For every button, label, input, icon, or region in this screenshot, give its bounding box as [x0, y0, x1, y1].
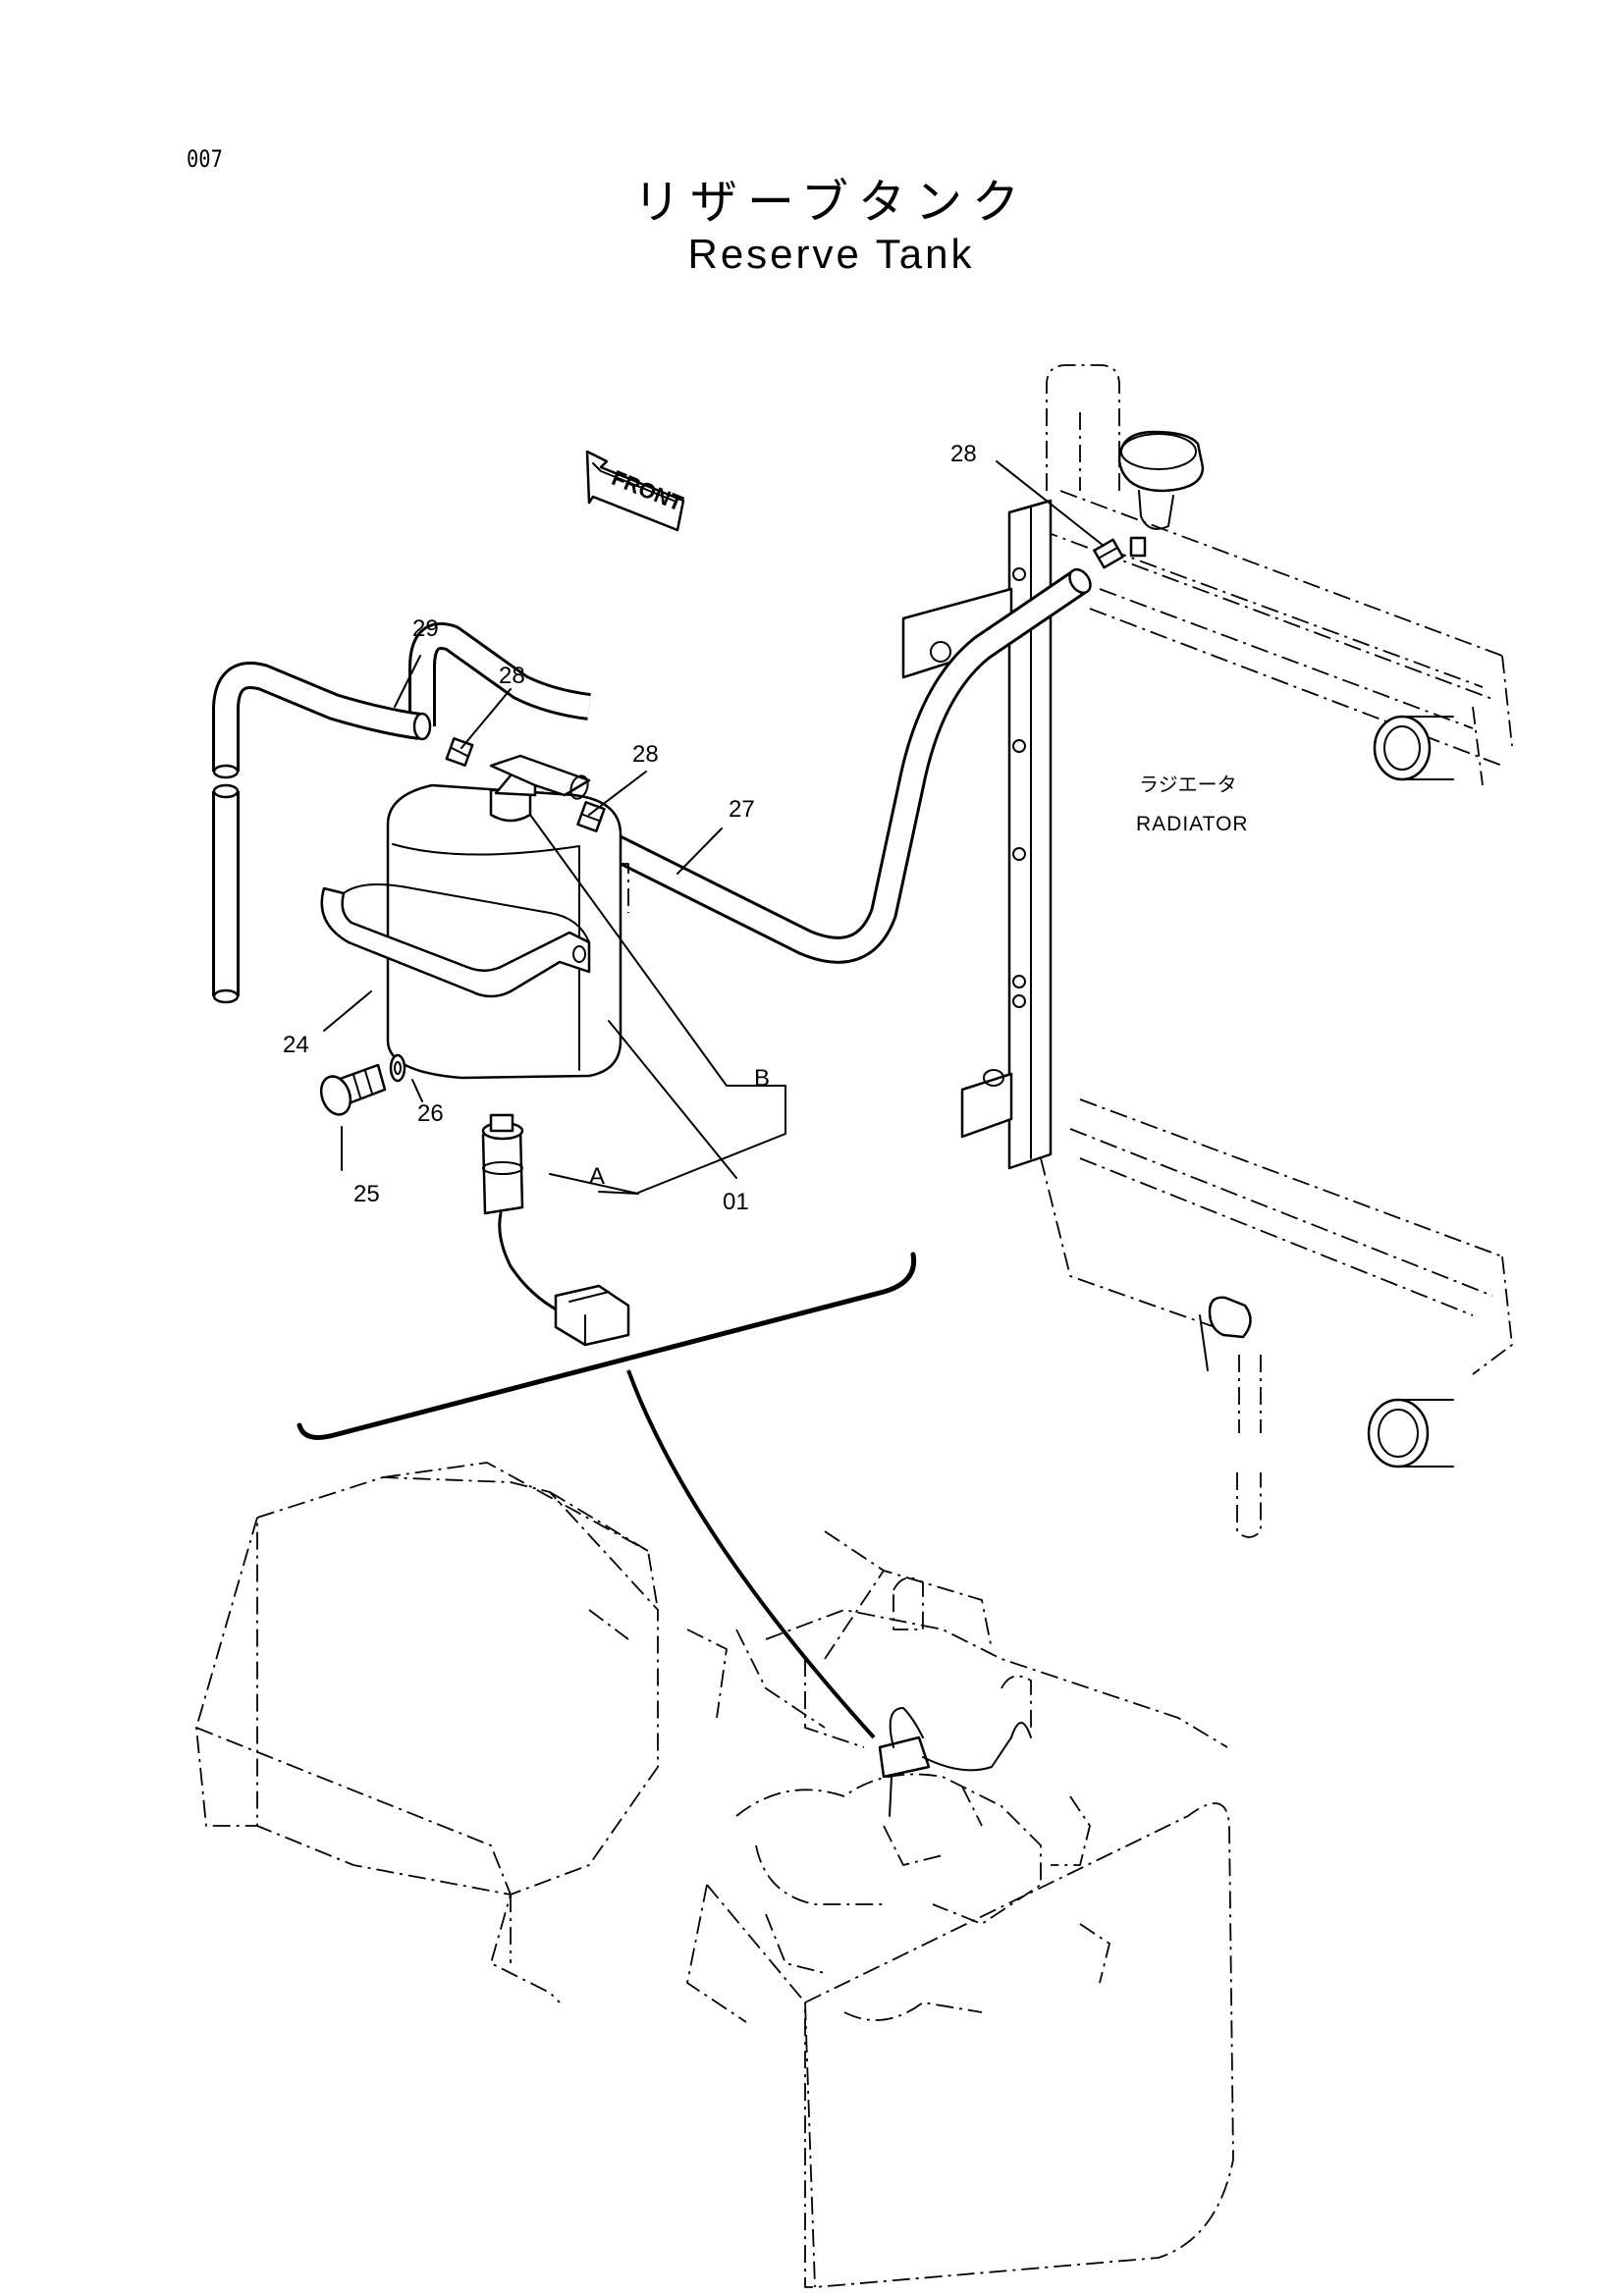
title-english: Reserve Tank	[687, 231, 975, 277]
detail-zoom-indicator	[297, 1252, 917, 1739]
reserve-tank	[320, 754, 629, 1080]
leader-lines	[323, 460, 1105, 1195]
washer-26	[389, 1053, 406, 1083]
radiator-label-en: RADIATOR	[1136, 813, 1249, 835]
radiator-label-jp: ラジエータ	[1139, 773, 1237, 796]
callout-01: 01	[723, 1189, 749, 1215]
callout-B: B	[754, 1065, 770, 1092]
callout-A: A	[589, 1163, 605, 1190]
callout-26: 26	[417, 1100, 444, 1127]
installed-reserve-tank	[878, 1707, 1032, 1817]
level-sensor	[481, 1113, 630, 1347]
callout-labels: 28 29 28 28 27 24 26 25 B A 01 ラジエータ RAD…	[283, 441, 1249, 1215]
callout-24: 24	[283, 1032, 309, 1058]
hose-clamp-28-radiator	[1093, 538, 1124, 569]
front-direction-arrow: FRONT	[585, 450, 687, 532]
hose-clamp-28-mid	[576, 801, 606, 832]
callout-27: 27	[729, 796, 755, 823]
radiator	[901, 364, 1513, 1538]
hose-clamp-28-left	[445, 736, 474, 768]
title-japanese: リザーブタンク	[632, 175, 1030, 230]
hose-29	[212, 622, 591, 1004]
callout-28-top: 28	[950, 441, 977, 467]
callout-28-left: 28	[499, 663, 525, 689]
engine-cover-outline	[195, 1462, 1234, 2288]
bolt-25	[319, 1063, 387, 1116]
page-number: 007	[187, 145, 223, 173]
callout-29: 29	[412, 615, 439, 642]
callout-28-mid: 28	[632, 741, 659, 768]
callout-25: 25	[353, 1181, 380, 1207]
